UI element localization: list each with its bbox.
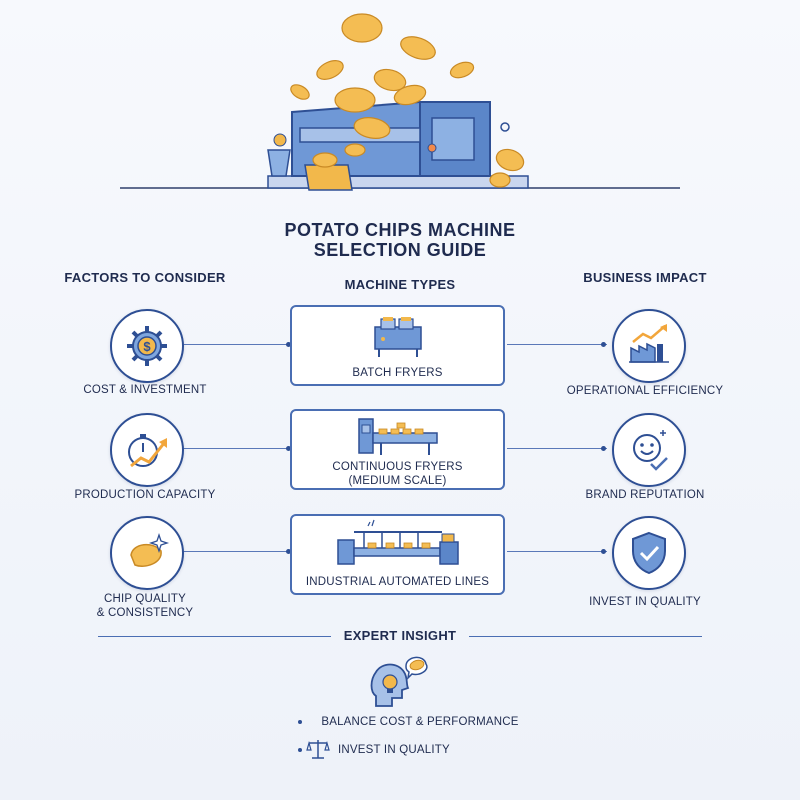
connector-line bbox=[507, 551, 607, 552]
factor-quality-label-line2: & CONSISTENCY bbox=[96, 607, 194, 619]
machine-continuous-card: CONTINUOUS FRYERS (MEDIUM SCALE) bbox=[290, 409, 505, 490]
hero-chip-machine-illustration bbox=[120, 13, 680, 191]
column-header-factors: FACTORS TO CONSIDER bbox=[64, 270, 226, 285]
impact-quality-circle bbox=[612, 516, 686, 590]
machine-industrial-card: INDUSTRIAL AUTOMATED LINES bbox=[290, 514, 505, 595]
machine-industrial-label: INDUSTRIAL AUTOMATED LINES bbox=[305, 576, 490, 588]
potato-chip-sparkle-icon bbox=[130, 532, 170, 567]
connector-line bbox=[180, 448, 288, 449]
smiley-check-icon bbox=[633, 430, 668, 471]
bullet-dot bbox=[298, 748, 302, 752]
dollar-gear-icon: $ bbox=[127, 326, 167, 366]
factor-capacity-circle bbox=[110, 413, 184, 487]
page-title-line2: SELECTION GUIDE bbox=[313, 240, 487, 260]
connector-line bbox=[507, 344, 607, 345]
insight-divider-left bbox=[98, 636, 331, 637]
machine-batch-card: BATCH FRYERS bbox=[290, 305, 505, 386]
connector-dot bbox=[286, 446, 291, 451]
automated-line-icon bbox=[337, 519, 459, 565]
machine-continuous-label-line2: (MEDIUM SCALE) bbox=[348, 475, 447, 487]
bullet-dot bbox=[298, 720, 302, 724]
connector-dot bbox=[286, 342, 291, 347]
machine-batch-label: BATCH FRYERS bbox=[352, 367, 443, 379]
insight-bullet-balance: BALANCE COST & PERFORMANCE bbox=[321, 716, 519, 728]
insight-bullet-invest: INVEST IN QUALITY bbox=[338, 744, 450, 756]
factory-growth-icon bbox=[629, 324, 669, 363]
svg-text:$: $ bbox=[143, 339, 151, 354]
column-header-impact: BUSINESS IMPACT bbox=[583, 270, 707, 285]
connector-dot bbox=[286, 549, 291, 554]
page-title-line1: POTATO CHIPS MACHINE bbox=[284, 220, 516, 240]
stopwatch-growth-icon bbox=[128, 434, 167, 468]
impact-brand-circle bbox=[612, 413, 686, 487]
conveyor-fryer-icon bbox=[358, 418, 438, 455]
impact-brand-label: BRAND REPUTATION bbox=[585, 489, 705, 501]
impact-efficiency-label: OPERATIONAL EFFICIENCY bbox=[566, 385, 724, 397]
scales-icon bbox=[306, 740, 330, 759]
head-lightbulb-icon bbox=[370, 656, 428, 707]
shield-check-icon bbox=[632, 531, 666, 575]
factor-quality-circle bbox=[110, 516, 184, 590]
factor-cost-label: COST & INVESTMENT bbox=[83, 384, 207, 396]
factor-capacity-label: PRODUCTION CAPACITY bbox=[74, 489, 216, 501]
connector-dot bbox=[601, 446, 606, 451]
connector-line bbox=[180, 344, 288, 345]
impact-efficiency-circle bbox=[612, 309, 686, 383]
impact-quality-label: INVEST IN QUALITY bbox=[589, 596, 701, 608]
connector-dot bbox=[601, 342, 606, 347]
connector-dot bbox=[601, 549, 606, 554]
connector-line bbox=[507, 448, 607, 449]
factor-quality-label-line1: CHIP QUALITY bbox=[103, 593, 187, 605]
machine-continuous-label-line1: CONTINUOUS FRYERS bbox=[332, 461, 463, 473]
factor-cost-circle: $ bbox=[110, 309, 184, 383]
batch-fryer-icon bbox=[374, 317, 422, 357]
insight-heading: EXPERT INSIGHT bbox=[343, 628, 457, 643]
insight-divider-right bbox=[469, 636, 702, 637]
connector-line bbox=[180, 551, 288, 552]
column-header-machines: MACHINE TYPES bbox=[344, 277, 456, 292]
